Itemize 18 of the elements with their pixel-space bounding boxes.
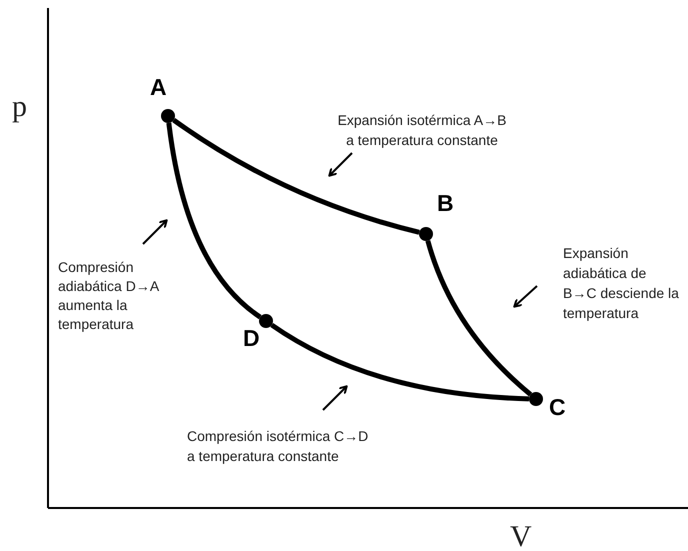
state-point xyxy=(529,392,543,406)
process-description: Compresión adiabática D→A aumenta la temperatura xyxy=(58,258,160,334)
process-curve xyxy=(270,322,530,402)
process-description: Expansión isotérmica A→B a temperatura constante xyxy=(336,111,508,150)
point-label: C xyxy=(549,396,566,419)
process-description: Expansión adiabática de B→C desciende la temperatura xyxy=(563,244,680,323)
point-label: D xyxy=(243,327,260,350)
axis-label: V xyxy=(510,522,532,551)
point-label: A xyxy=(150,76,167,99)
process-curve xyxy=(425,240,532,396)
state-point xyxy=(419,227,433,241)
state-point xyxy=(259,314,273,328)
process-description: Compresión isotérmica C→D a temperatura constante xyxy=(187,427,369,466)
state-point xyxy=(161,109,175,123)
process-curve xyxy=(166,122,262,320)
process-curve xyxy=(172,118,420,235)
point-label: B xyxy=(437,192,454,215)
axis-label: p xyxy=(12,92,27,122)
